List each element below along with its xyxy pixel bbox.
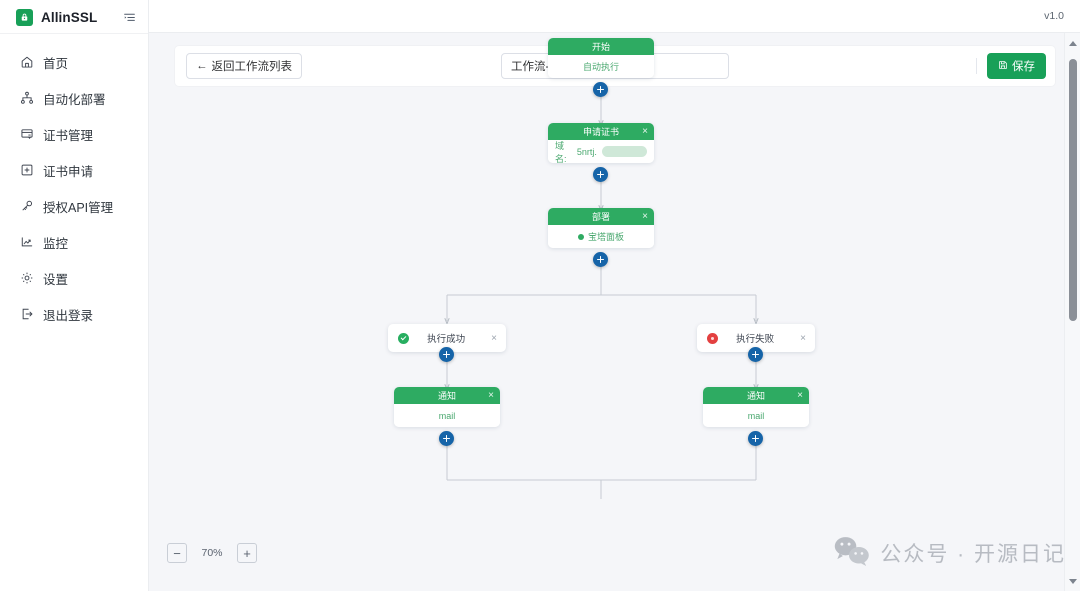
toolbar-divider: [976, 58, 977, 74]
sidebar-item-label: 授权API管理: [43, 200, 114, 215]
flow-node-start[interactable]: 开始 自动执行: [548, 38, 654, 78]
zoom-in-button[interactable]: +: [237, 543, 257, 563]
sidebar: AllinSSL 首页: [0, 0, 149, 591]
flow-node-deploy[interactable]: 部署 × 宝塔面板: [548, 208, 654, 248]
logout-icon: [19, 307, 34, 322]
add-node-button[interactable]: [439, 347, 454, 362]
domain-value: 5nrtj.: [576, 146, 597, 157]
close-icon[interactable]: ×: [491, 332, 497, 344]
arrow-left-icon: ←: [196, 60, 208, 72]
sidebar-item-cert-manage[interactable]: 证书管理: [0, 116, 148, 152]
flow-node-body: 域名: 5nrtj.: [548, 140, 654, 163]
redacted-domain-block: [601, 146, 647, 157]
sidebar-item-label: 证书管理: [43, 128, 94, 143]
home-icon: [19, 55, 34, 70]
sidebar-item-label: 设置: [43, 272, 69, 287]
flow-edges: [149, 85, 1080, 499]
flow-node-header: 开始: [548, 38, 654, 55]
add-node-button[interactable]: [593, 252, 608, 267]
sidebar-item-logout[interactable]: 退出登录: [0, 296, 148, 332]
vertical-scrollbar[interactable]: [1064, 33, 1080, 591]
key-icon: [19, 199, 34, 214]
flow-node-notify-success[interactable]: 通知 × mail: [394, 387, 500, 427]
save-icon: [998, 60, 1008, 73]
close-icon[interactable]: ×: [797, 389, 803, 401]
flow-graph: 开始 自动执行 申请证书 × 域名: 5nrtj.: [149, 33, 1080, 591]
flow-node-body-text: mail: [747, 410, 765, 421]
sidebar-item-label: 退出登录: [43, 308, 94, 323]
flow-node-title: 申请证书: [582, 127, 619, 137]
flow-node-title: 部署: [591, 212, 610, 222]
flow-node-header: 部署 ×: [548, 208, 654, 225]
add-node-button[interactable]: [593, 167, 608, 182]
flow-node-title: 通知: [437, 391, 456, 401]
flow-node-header: 通知 ×: [703, 387, 809, 404]
flow-node-body-text: 自动执行: [582, 62, 619, 72]
sidebar-item-cert-apply[interactable]: 证书申请: [0, 152, 148, 188]
zoom-out-button[interactable]: −: [167, 543, 187, 563]
flow-node-body: mail: [394, 404, 500, 427]
sidebar-item-home[interactable]: 首页: [0, 44, 148, 80]
app-version: v1.0: [1044, 10, 1064, 22]
brand-header: AllinSSL: [0, 2, 148, 34]
status-dot-icon: [577, 233, 584, 240]
flow-node-body: 自动执行: [548, 55, 654, 78]
close-icon[interactable]: ×: [488, 389, 494, 401]
sidebar-nav: 首页 自动化部署: [0, 34, 148, 332]
scroll-down-icon[interactable]: [1065, 573, 1080, 589]
menu-collapse-icon[interactable]: [123, 11, 136, 24]
flow-node-label: 执行成功: [427, 334, 466, 345]
scrollbar-thumb[interactable]: [1069, 59, 1077, 321]
workflow-toolbar: ← 返回工作流列表 保: [175, 46, 1055, 86]
sidebar-item-api-manage[interactable]: 授权API管理: [0, 188, 148, 224]
sidebar-item-label: 证书申请: [43, 164, 94, 179]
zoom-controls: − 70% +: [167, 543, 257, 563]
zoom-level-value: 70%: [201, 547, 223, 559]
sitemap-icon: [19, 91, 34, 106]
flow-node-title: 开始: [591, 42, 610, 52]
flow-node-notify-failure[interactable]: 通知 × mail: [703, 387, 809, 427]
add-node-button[interactable]: [748, 347, 763, 362]
close-icon[interactable]: ×: [642, 125, 648, 137]
flow-node-title: 通知: [746, 391, 765, 401]
toolbar-right-group: 保存: [976, 53, 1046, 79]
add-node-button[interactable]: [439, 431, 454, 446]
flow-node-body-text: 宝塔面板: [587, 232, 624, 242]
back-button-label: 返回工作流列表: [211, 61, 293, 73]
sidebar-item-label: 首页: [43, 56, 69, 71]
lock-shield-icon: [16, 9, 33, 26]
success-check-icon: [398, 332, 409, 344]
gear-icon: [19, 271, 34, 286]
top-bar: v1.0: [149, 0, 1080, 33]
close-icon[interactable]: ×: [800, 332, 806, 344]
sidebar-item-settings[interactable]: 设置: [0, 260, 148, 296]
failure-dot-icon: [707, 332, 718, 344]
monitor-icon: [19, 235, 34, 250]
flow-node-header: 申请证书 ×: [548, 123, 654, 140]
flow-node-body: mail: [703, 404, 809, 427]
brand-name: AllinSSL: [41, 10, 98, 25]
sidebar-item-auto-deploy[interactable]: 自动化部署: [0, 80, 148, 116]
certificate-manage-icon: [19, 127, 34, 142]
add-node-button[interactable]: [593, 82, 608, 97]
back-to-list-button[interactable]: ← 返回工作流列表: [186, 53, 302, 79]
main-area: v1.0 ← 返回工作流列表: [149, 0, 1080, 591]
sidebar-item-label: 监控: [43, 236, 69, 251]
sidebar-item-label: 自动化部署: [43, 92, 106, 107]
save-button[interactable]: 保存: [987, 53, 1046, 79]
save-button-label: 保存: [1012, 61, 1035, 73]
flow-node-body-text: mail: [438, 410, 456, 421]
add-node-button[interactable]: [748, 431, 763, 446]
plus-square-icon: [19, 163, 34, 178]
domain-label: 域名:: [555, 140, 567, 164]
workflow-canvas[interactable]: ← 返回工作流列表 保: [149, 33, 1080, 591]
flow-node-apply-cert[interactable]: 申请证书 × 域名: 5nrtj.: [548, 123, 654, 163]
scroll-up-icon[interactable]: [1065, 35, 1080, 51]
flow-node-body: 宝塔面板: [548, 225, 654, 248]
flow-node-label: 执行失败: [736, 334, 775, 345]
sidebar-item-monitor[interactable]: 监控: [0, 224, 148, 260]
close-icon[interactable]: ×: [642, 210, 648, 222]
flow-node-header: 通知 ×: [394, 387, 500, 404]
